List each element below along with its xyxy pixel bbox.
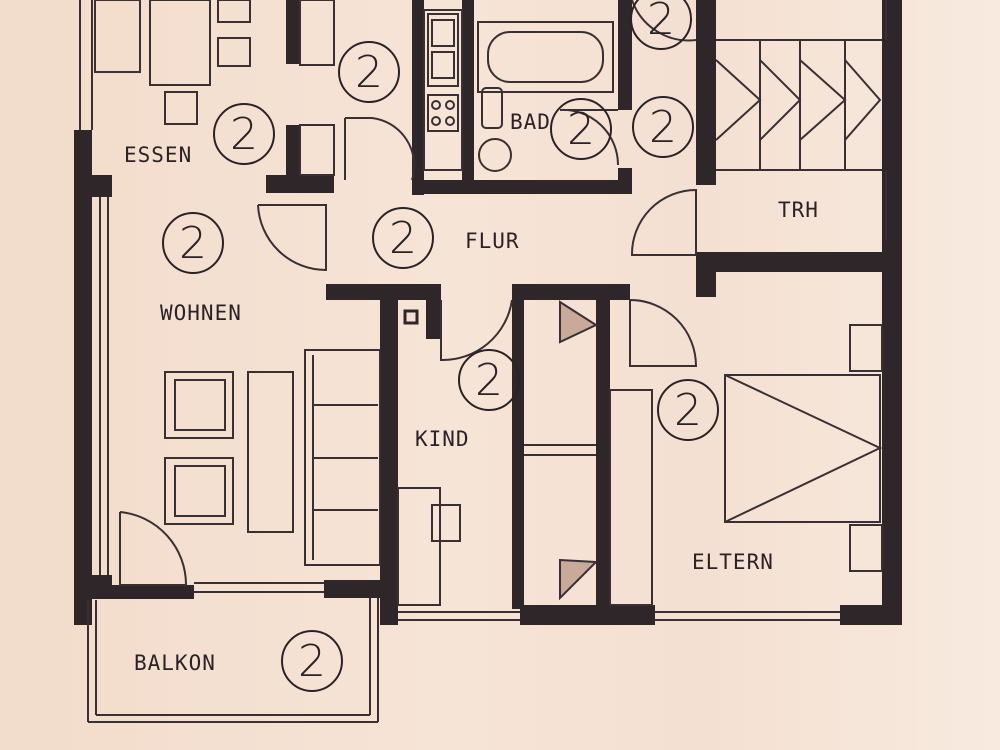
wall-eltern-top [696,252,902,272]
kind-desk [397,487,441,606]
wall-bad-right [618,0,632,110]
door-balkon-swing [119,511,188,586]
stove-burner3 [431,116,441,126]
bathtub-inner [487,31,604,83]
wall-right [882,0,902,625]
marker-essen-kitchen: 2 [338,41,400,103]
kitchen-sink [427,13,459,87]
coffee-table [247,371,294,533]
marker-wohnen: 2 [162,212,224,274]
door-kind-swing [440,299,513,362]
essen-chair1 [217,0,251,23]
wall-left-jamb-top [92,175,112,197]
essen-chair3 [164,91,198,125]
room-label-wohnen: WOHNEN [160,301,242,325]
wall-kitchen-left [412,0,424,195]
wall-essen-bottom [266,175,334,193]
essen-chair2 [217,37,251,67]
closet-hatch-bottom [559,558,599,601]
marker-eltern: 2 [657,379,719,441]
bath-toilet [478,138,512,172]
wall-closet-left [512,284,524,609]
eltern-wardrobe [609,389,653,606]
wall-essen-mid [286,125,300,175]
walls [74,0,902,625]
essen-table [149,0,211,86]
stair-arrow1 [715,59,762,141]
wall-closet-right [596,284,610,609]
kitchen-sink-basin1 [431,19,455,47]
wall-bad-right-lower [618,168,632,194]
room-label-bad: BAD [510,110,551,134]
closet-hatch-top [559,300,599,344]
essen-sideboard [94,0,141,73]
wall-bad-left [462,0,474,190]
kind-chair [431,504,461,542]
armchair1-seat [174,379,226,431]
eltern-bed-cover [724,374,883,523]
marker-kind: 2 [458,349,520,411]
armchair2-seat [174,465,226,517]
eltern-bed [724,374,881,523]
marker-bad: 2 [550,98,612,160]
wall-bottom-mid-post [380,598,398,625]
wall-eltern-door-post [696,252,716,297]
stove-burner1 [431,100,441,110]
wall-essen-top [286,0,300,64]
armchair2 [164,457,234,525]
kitchen-counter [423,9,463,171]
stove-burner2 [445,100,455,110]
stair-arrow3 [799,59,847,141]
marker-essen: 2 [213,103,275,165]
bathtub [477,21,614,93]
room-label-eltern: ELTERN [692,550,774,574]
room-label-balkon: BALKON [134,651,216,675]
marker-top-right: 2 [630,0,692,50]
room-label-essen: ESSEN [124,143,193,167]
marker-bad-right: 2 [632,96,694,158]
room-label-kind: KIND [415,427,470,451]
wall-kitchen-bottom [412,180,632,194]
eltern-nightstand1 [849,324,883,372]
essen-cabinet2 [299,124,335,176]
sofa [304,349,381,566]
essen-cabinet [299,0,335,66]
door-trh-swing [630,188,697,256]
wall-kind-jamb [426,284,441,339]
wall-bottom-right [520,605,655,625]
bath-washbasin [481,87,503,129]
marker-balkon: 2 [281,630,343,692]
door-essen-swing [345,117,416,181]
door-wohnen-swing [257,204,327,272]
wall-wohnen-kind [380,284,398,594]
wall-left [74,130,92,625]
stove-burner4 [445,116,455,126]
eltern-nightstand2 [849,524,883,572]
kitchen-sink-basin2 [431,51,455,79]
fixtures [79,0,887,723]
wall-bottom-left [74,585,194,599]
kitchen-stove [427,94,459,132]
wall-stair [696,0,716,185]
stair-arrow2 [759,59,802,141]
armchair1 [164,371,234,439]
room-label-trh: TRH [778,198,819,222]
door-eltern-swing [629,298,698,367]
wall-closet-top [512,284,630,300]
room-label-flur: FLUR [465,229,520,253]
column [403,309,419,325]
stair-arrow4 [844,59,882,141]
marker-flur: 2 [372,207,434,269]
